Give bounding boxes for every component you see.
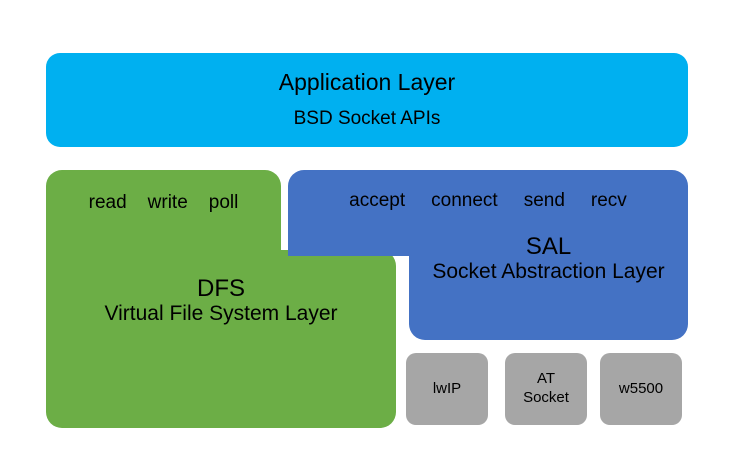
dfs-full-name: Virtual File System Layer (104, 302, 338, 326)
application-layer-box: Application Layer BSD Socket APIs (46, 53, 688, 147)
driver-box-lwip: lwIP (406, 353, 488, 425)
driver-box-at-socket: AT Socket (505, 353, 587, 425)
dfs-api-label-row: read write poll (46, 192, 281, 214)
driver-at-line2: Socket (523, 389, 569, 406)
sal-api-label-row: accept connect send recv (288, 190, 688, 212)
driver-lwip-line1: lwIP (432, 379, 462, 397)
driver-box-w5500: w5500 (600, 353, 682, 425)
sal-abbr: SAL (525, 233, 572, 260)
dfs-api-read: read (88, 192, 127, 213)
sal-title-block: SAL Socket Abstraction Layer (409, 233, 688, 284)
sal-api-send: send (523, 190, 565, 211)
driver-at-line1: AT (536, 370, 556, 388)
sal-api-accept: accept (349, 190, 406, 211)
dfs-api-write: write (147, 192, 188, 213)
sal-layer-shape (288, 170, 688, 340)
application-layer-subtitle: BSD Socket APIs (293, 108, 441, 130)
sal-api-recv: recv (590, 190, 627, 211)
sal-api-connect: connect (431, 190, 498, 211)
dfs-layer-shape (46, 170, 396, 428)
driver-w5500-line1: w5500 (618, 379, 664, 397)
application-layer-title: Application Layer (278, 68, 456, 95)
dfs-api-poll: poll (208, 192, 239, 213)
sal-full-name: Socket Abstraction Layer (432, 260, 665, 284)
dfs-title-block: DFS Virtual File System Layer (46, 275, 396, 326)
dfs-abbr: DFS (197, 275, 245, 302)
